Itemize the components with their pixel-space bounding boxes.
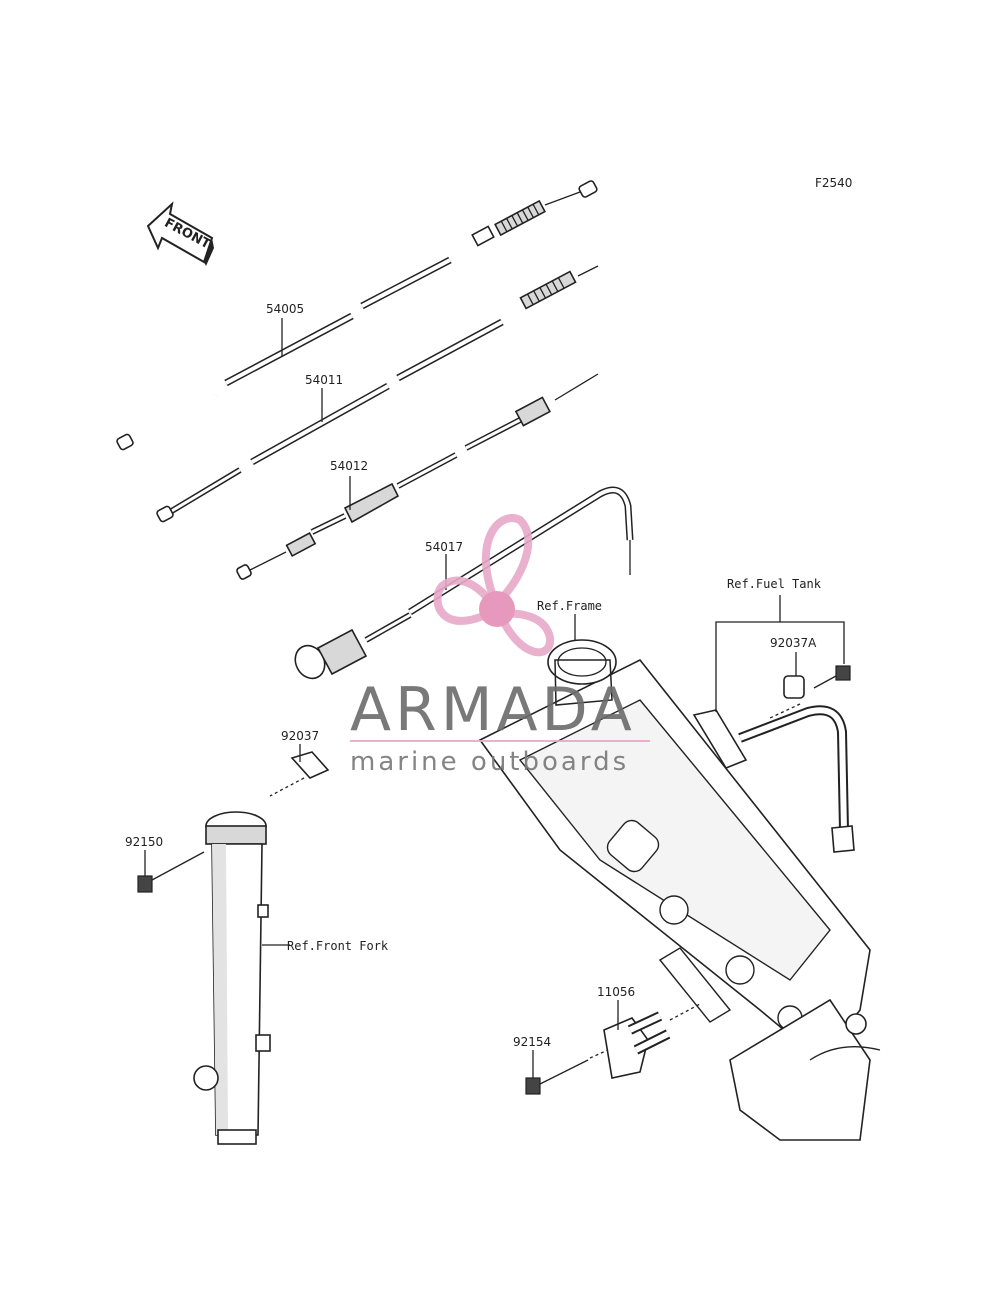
label-ref-front-fork: Ref.Front Fork [287, 939, 389, 953]
label-ref-fuel-tank: Ref.Fuel Tank [727, 577, 822, 591]
diagram-code: F2540 [815, 176, 852, 190]
label-54012: 54012 [330, 459, 368, 473]
label-54011: 54011 [305, 373, 343, 387]
fuel-tank-stay [692, 705, 855, 853]
armada-watermark: ARMADA marine outboards [350, 514, 650, 777]
label-92037: 92037 [281, 729, 319, 743]
cable-54012 [236, 373, 599, 580]
label-92150: 92150 [125, 835, 163, 849]
label-11056: 11056 [597, 985, 635, 999]
frame-illustration [478, 639, 881, 1141]
bracket-11056 [603, 1003, 701, 1079]
label-54005: 54005 [266, 302, 304, 316]
cable-54005 [116, 180, 598, 451]
cable-54017 [294, 486, 634, 680]
cable-54011 [156, 265, 599, 523]
bolt-92150 [137, 851, 205, 893]
propeller-logo-icon [433, 514, 555, 657]
label-54017: 54017 [425, 540, 463, 554]
front-arrow-icon: FRONT [146, 201, 214, 266]
watermark-brand: ARMADA [350, 675, 636, 745]
clamp-92037 [269, 751, 330, 797]
front-fork-tube [193, 811, 271, 1145]
label-92154: 92154 [513, 1035, 551, 1049]
bolt-fuel-tank [813, 665, 851, 689]
watermark-tagline: marine outboards [350, 747, 629, 777]
label-92037A: 92037A [770, 636, 817, 650]
label-ref-frame: Ref.Frame [537, 599, 602, 613]
clamp-92037A [769, 675, 805, 719]
bolt-92154 [525, 1049, 609, 1095]
